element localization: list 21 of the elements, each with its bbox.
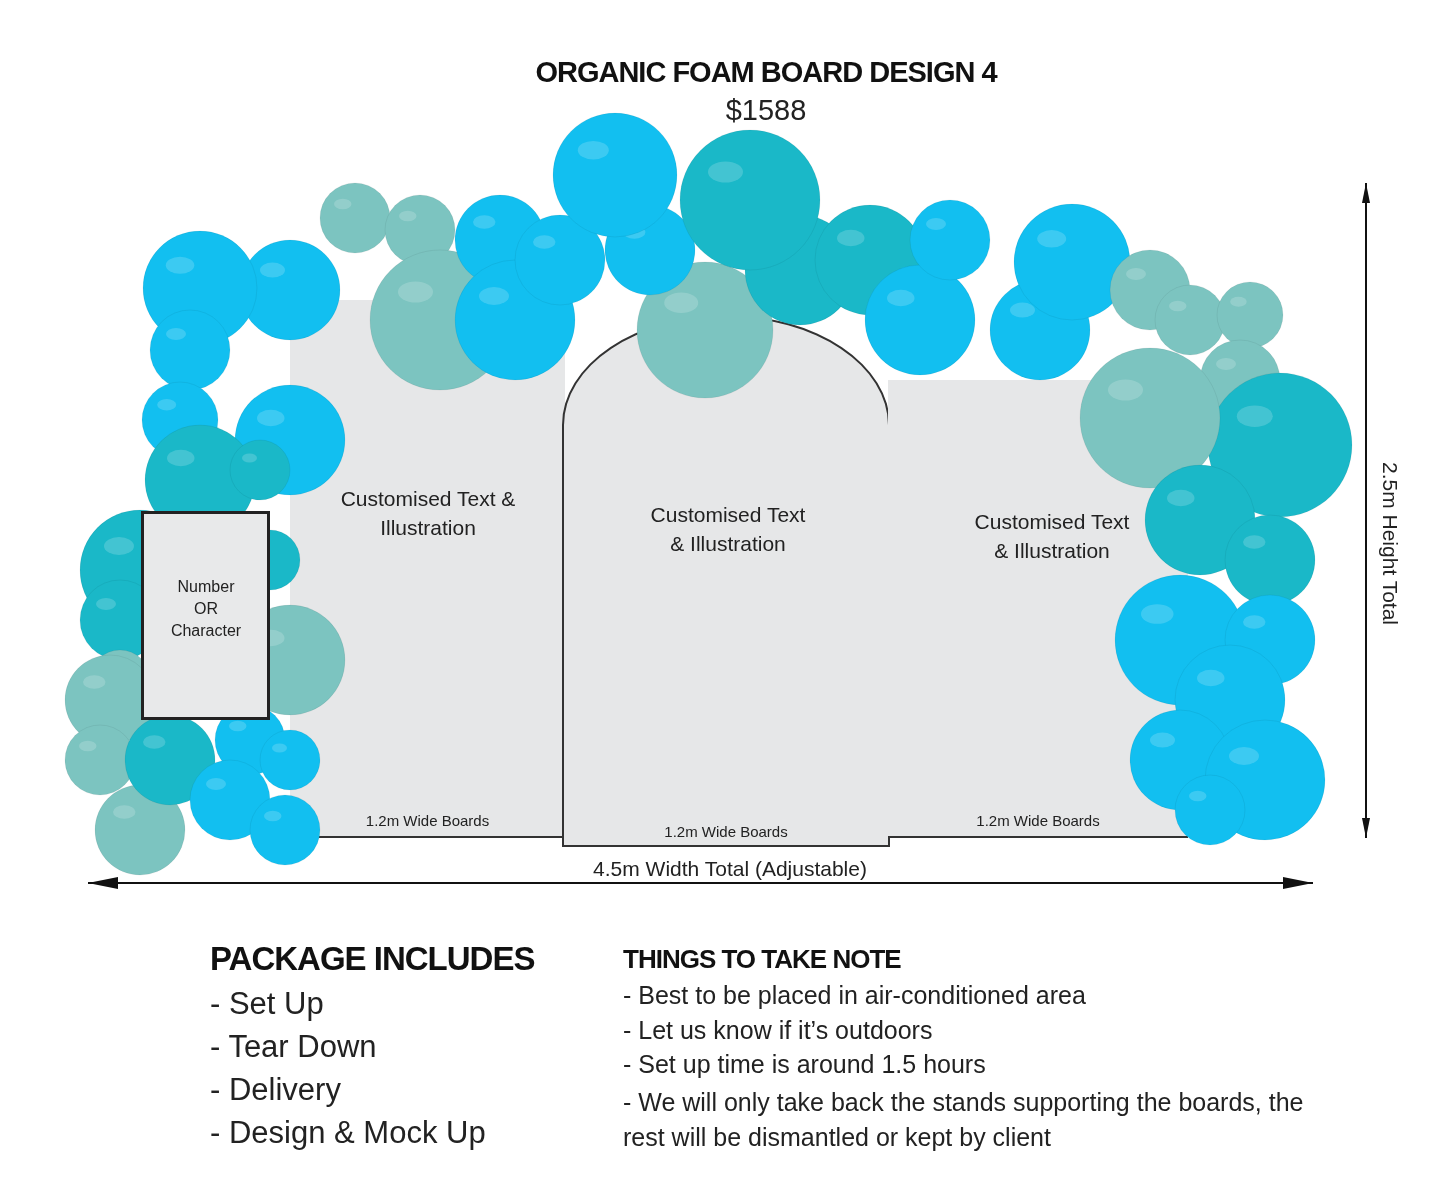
price-label: $1588 [724,94,808,127]
board-text: Customised Text & Illustration [973,509,1131,564]
note-item: - Set up time is around 1.5 hours [623,1050,986,1079]
section-heading: THINGS TO TAKE NOTE [623,944,901,975]
list-item: - Delivery [210,1072,341,1108]
list-item: - Tear Down [210,1029,377,1065]
board-width-label: 1.2m Wide Boards [364,812,491,829]
section-heading: PACKAGE INCLUDES [210,940,535,978]
note-item: - Let us know if it’s outdoors [623,1016,933,1045]
board-text: Number OR Character [169,577,243,641]
dimension-label: 2.5m Height Total [1378,462,1402,626]
board-text: Customised Text & Illustration [649,502,807,557]
board-text: Customised Text & Illustration [339,486,517,541]
note-item: - Best to be placed in air-conditioned area [623,981,1086,1010]
board-width-label: 1.2m Wide Boards [663,823,789,840]
board-width-label: 1.2m Wide Boards [975,812,1101,829]
note-item: - We will only take back the stands supporting the boards, the rest will be dismantled or kept by client [623,1087,1305,1153]
list-item: - Set Up [210,986,324,1022]
diagram-title: ORGANIC FOAM BOARD DESIGN 4 [534,56,999,89]
character-board [141,511,270,720]
list-item: - Design & Mock Up [210,1115,486,1151]
